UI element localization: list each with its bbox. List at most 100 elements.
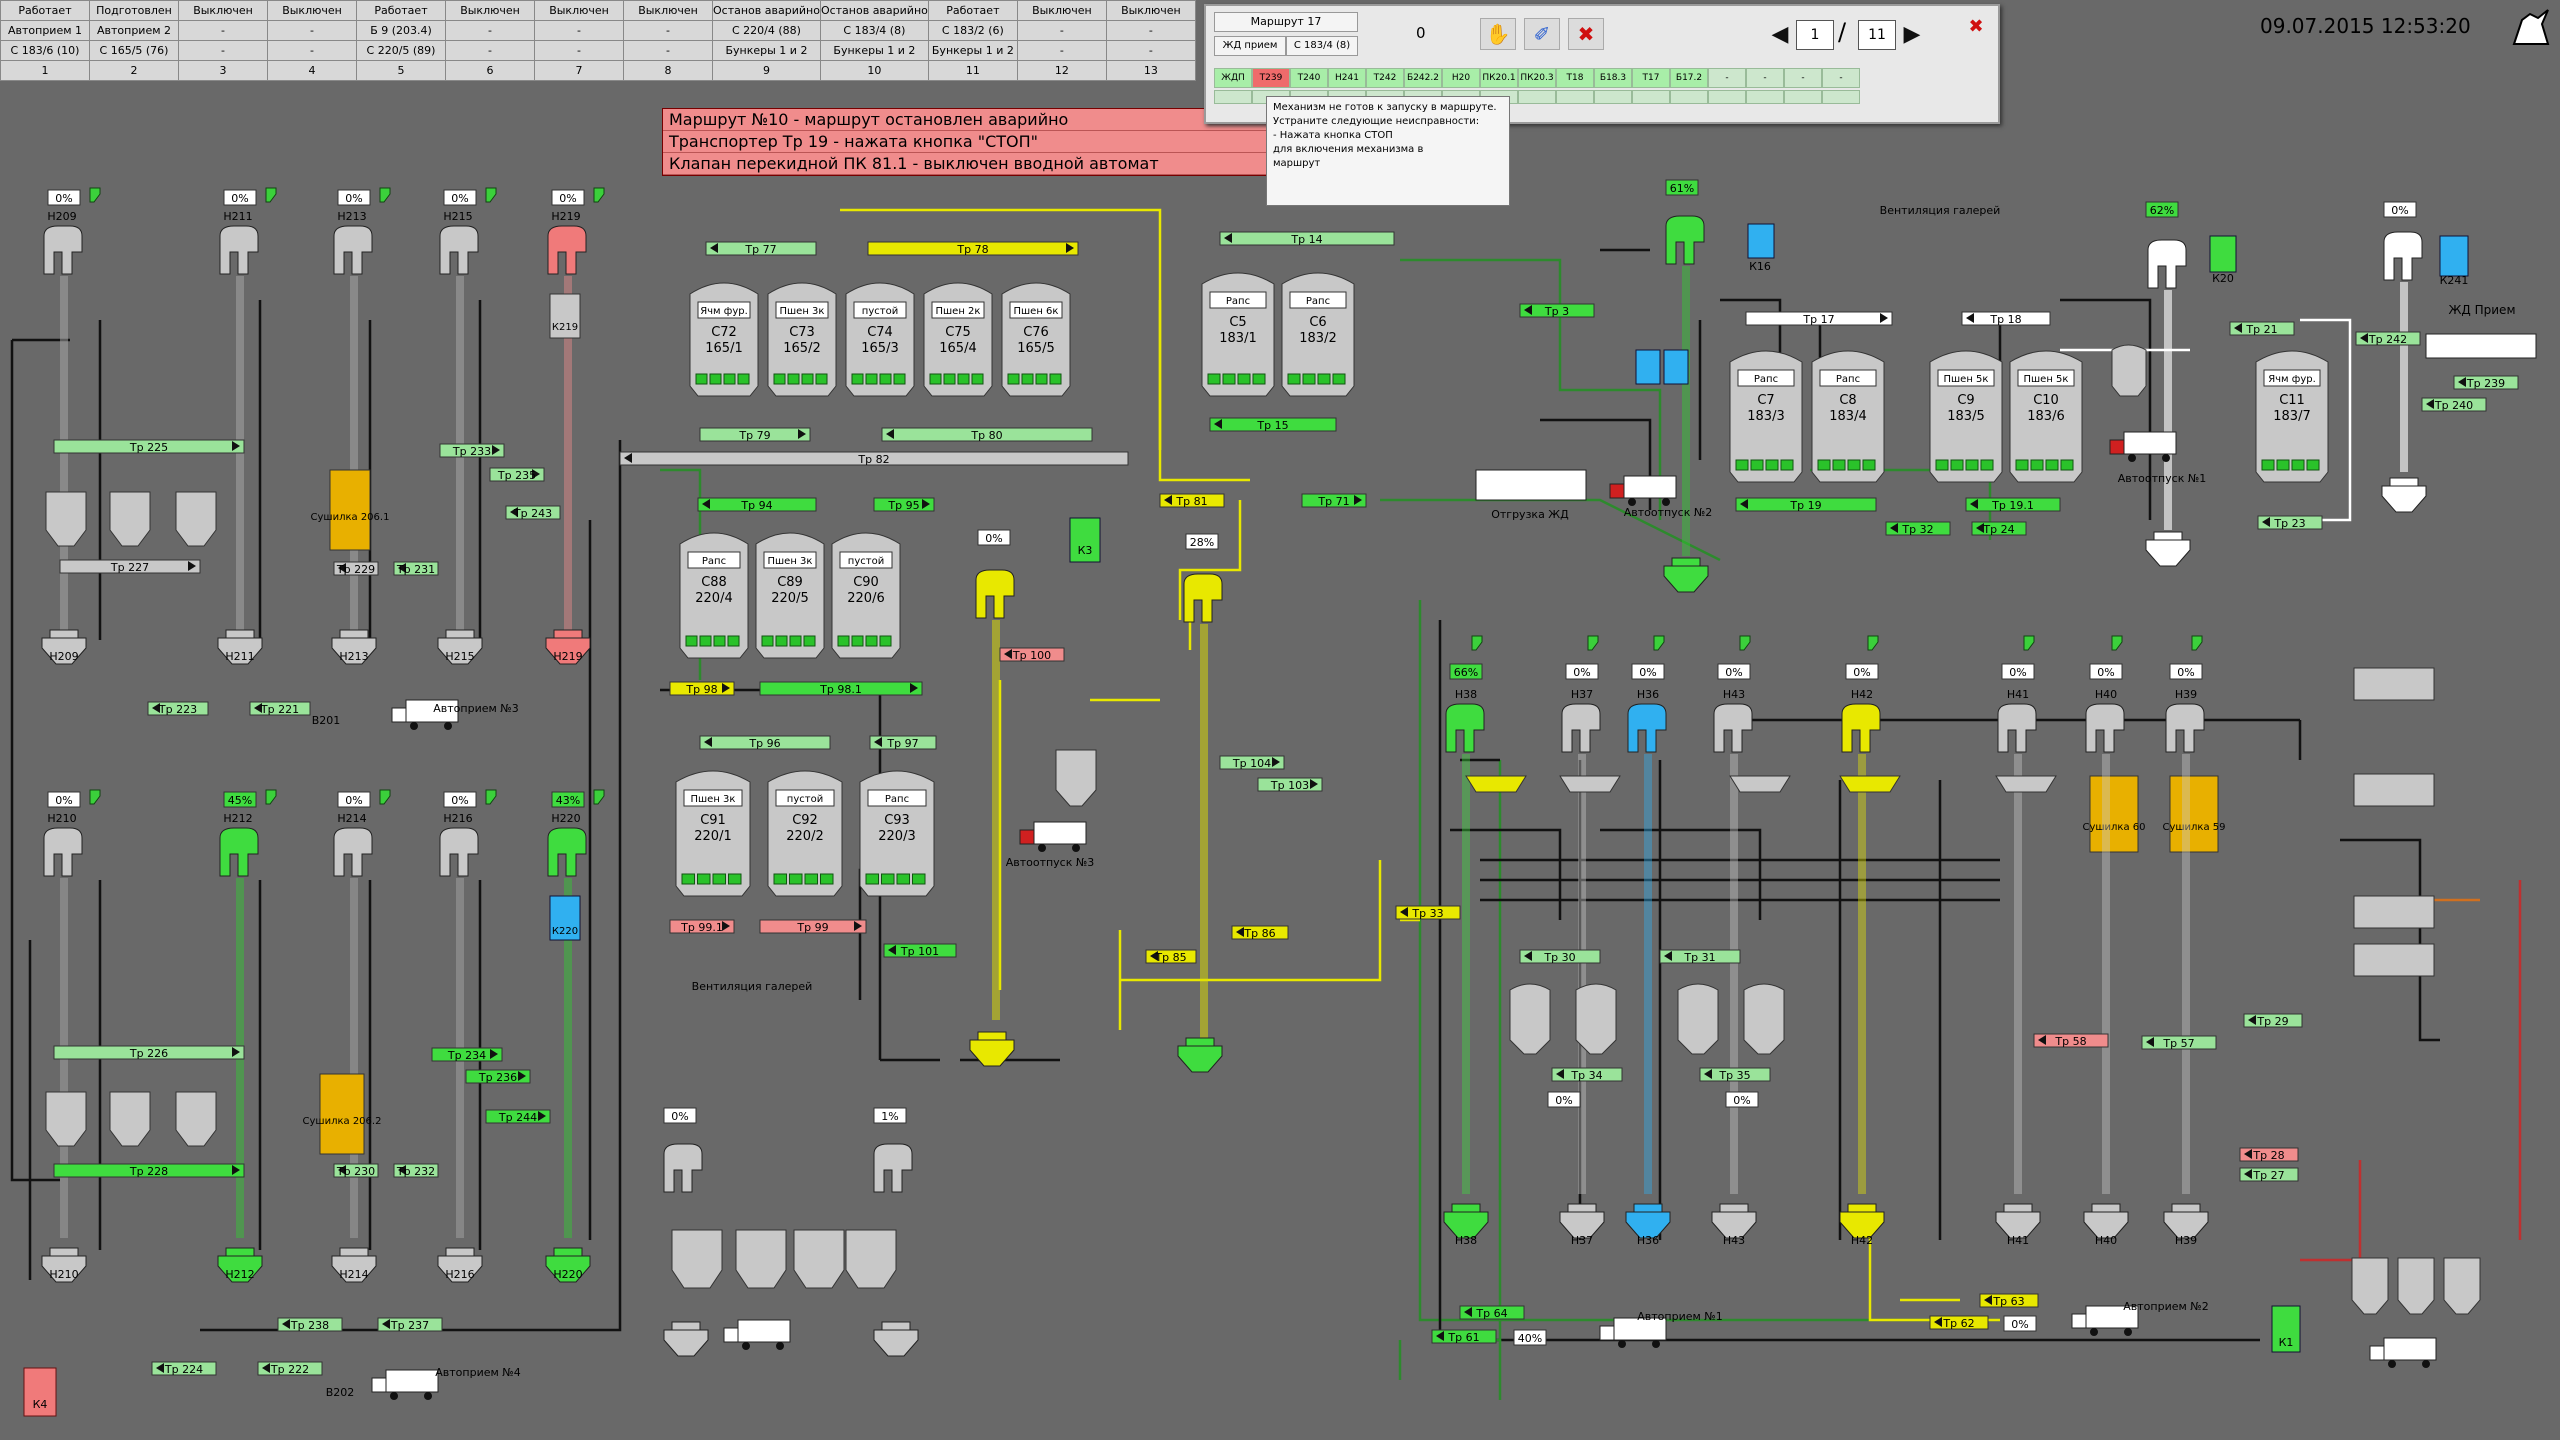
bin[interactable] <box>1677 983 1719 1055</box>
route-segment[interactable]: Б18.3 <box>1594 68 1632 88</box>
dryer[interactable] <box>2169 775 2219 853</box>
elevator-boot-mid-4[interactable] <box>545 1255 591 1283</box>
conveyor[interactable] <box>1735 497 1877 512</box>
elevator-boot-r-6[interactable] <box>2083 1211 2129 1239</box>
conveyor[interactable] <box>1395 905 1461 920</box>
conveyor[interactable] <box>759 919 867 934</box>
conveyor[interactable] <box>1961 311 2051 326</box>
counter-k220[interactable] <box>549 895 581 941</box>
elevator-head-h20[interactable] <box>2147 239 2187 289</box>
route-number-cell[interactable]: 10 <box>819 60 929 81</box>
distributor[interactable] <box>1465 775 1527 793</box>
elevator-boot-0[interactable] <box>41 637 87 665</box>
bin[interactable] <box>175 1091 217 1147</box>
conveyor[interactable] <box>465 1069 531 1084</box>
elevator-head-h83[interactable] <box>1183 573 1223 623</box>
conveyor[interactable] <box>1965 497 2061 512</box>
motor-icon[interactable] <box>89 789 101 805</box>
conveyor[interactable] <box>999 647 1065 662</box>
conveyor[interactable] <box>1219 231 1395 246</box>
page-next-button[interactable]: ▶ <box>1898 20 1926 50</box>
motor-icon[interactable] <box>265 187 277 203</box>
conveyor[interactable] <box>699 735 831 750</box>
route-number-cell[interactable]: 3 <box>178 60 268 81</box>
bin[interactable] <box>45 491 87 547</box>
elevator-head-r-4[interactable] <box>1841 703 1881 753</box>
conveyor[interactable] <box>2421 397 2487 412</box>
elevator-boot-r-5[interactable] <box>1995 1211 2041 1239</box>
conveyor[interactable] <box>1699 1067 1771 1082</box>
counter-k4[interactable] <box>23 1367 57 1417</box>
conveyor[interactable] <box>485 1109 551 1124</box>
counter-k1[interactable] <box>2271 1305 2301 1353</box>
bin[interactable] <box>109 491 151 547</box>
conveyor[interactable] <box>2355 331 2421 346</box>
route-delete-button[interactable]: ✖ <box>1568 18 1604 50</box>
conveyor[interactable] <box>1551 1067 1623 1082</box>
conveyor[interactable] <box>2141 1035 2217 1050</box>
elevator-head-1[interactable] <box>219 225 259 275</box>
route-segment[interactable]: - <box>1784 68 1822 88</box>
motor-icon[interactable] <box>593 789 605 805</box>
elevator-boot-mid-3[interactable] <box>437 1255 483 1283</box>
waste-bin[interactable] <box>2443 1257 2481 1315</box>
elevator-head-mid-3[interactable] <box>439 827 479 877</box>
elevator-head-h16[interactable] <box>1665 215 1705 265</box>
conveyor[interactable] <box>53 1163 245 1178</box>
conveyor[interactable] <box>1301 493 1367 508</box>
conveyor[interactable] <box>2257 515 2323 530</box>
elevator-boot-r-2[interactable] <box>1625 1211 1671 1239</box>
elevator-boot-r-4[interactable] <box>1839 1211 1885 1239</box>
conveyor[interactable] <box>669 681 735 696</box>
conveyor[interactable] <box>705 241 817 256</box>
alarm-row[interactable]: Маршрут №10 - маршрут остановлен аварийн… <box>663 109 1291 131</box>
conveyor[interactable] <box>869 735 937 750</box>
motor-icon[interactable] <box>265 789 277 805</box>
distributor[interactable] <box>1729 775 1791 793</box>
counter-k219[interactable] <box>549 293 581 339</box>
route-segment[interactable]: Т17 <box>1632 68 1670 88</box>
conveyor[interactable] <box>147 701 209 716</box>
elevator-boot-mid-0[interactable] <box>41 1255 87 1283</box>
bin[interactable] <box>109 1091 151 1147</box>
sieve-cabinet[interactable] <box>2353 895 2435 929</box>
motor-icon[interactable] <box>485 789 497 805</box>
elevator-head-2[interactable] <box>333 225 373 275</box>
elevator-boot-mid-1[interactable] <box>217 1255 263 1283</box>
route-number-cell[interactable]: 8 <box>623 60 713 81</box>
route-segment[interactable]: - <box>1708 68 1746 88</box>
conveyor[interactable] <box>697 497 817 512</box>
route-segment[interactable]: Н241 <box>1328 68 1366 88</box>
route-segment[interactable]: Н20 <box>1442 68 1480 88</box>
conveyor[interactable] <box>2243 1013 2303 1028</box>
conveyor[interactable] <box>1979 1293 2039 1308</box>
conveyor[interactable] <box>2229 321 2295 336</box>
route-segment[interactable]: ЖДП <box>1214 68 1252 88</box>
page-current[interactable]: 1 <box>1796 20 1834 50</box>
conveyor[interactable] <box>505 505 561 520</box>
motor-icon[interactable] <box>89 187 101 203</box>
elevator-boot-h83[interactable] <box>1177 1045 1223 1073</box>
conveyor[interactable] <box>2453 375 2519 390</box>
motor-icon[interactable] <box>1739 635 1751 651</box>
bin-208[interactable] <box>845 1229 897 1289</box>
route-number-cell[interactable]: 5 <box>356 60 446 81</box>
counter-k241[interactable] <box>2439 235 2469 277</box>
route-number-cell[interactable]: 7 <box>534 60 624 81</box>
motor-icon[interactable] <box>379 187 391 203</box>
elevator-boot-h84[interactable] <box>969 1039 1015 1067</box>
route-segment[interactable]: Б17.2 <box>1670 68 1708 88</box>
elevator-head-h84[interactable] <box>975 569 1015 619</box>
route-number-cell[interactable]: 2 <box>89 60 179 81</box>
motor-icon[interactable] <box>593 187 605 203</box>
waste-bin[interactable] <box>2351 1257 2389 1315</box>
conveyor[interactable] <box>277 1317 343 1332</box>
elevator-boot-h217[interactable] <box>663 1329 709 1357</box>
distributor[interactable] <box>1995 775 2057 793</box>
elevator-head-r-2[interactable] <box>1627 703 1667 753</box>
conveyor[interactable] <box>1231 925 1289 940</box>
conveyor[interactable] <box>1745 311 1893 326</box>
conveyor[interactable] <box>1219 755 1285 770</box>
route-settings-button[interactable]: ✐ <box>1524 18 1560 50</box>
bin[interactable] <box>1575 983 1617 1055</box>
